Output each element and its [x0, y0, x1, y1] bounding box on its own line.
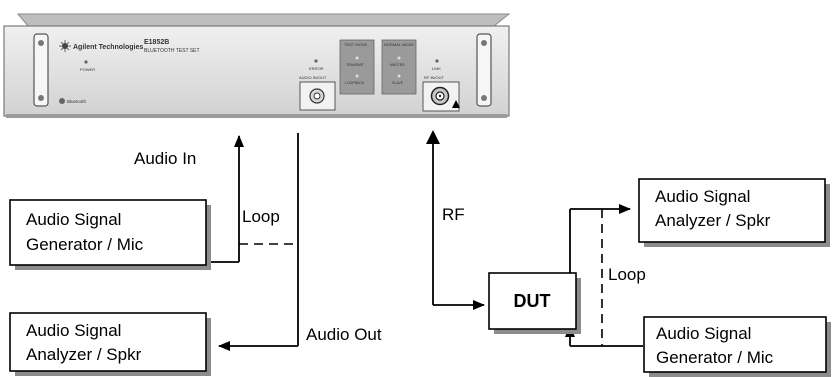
right-rack-handle [477, 34, 491, 106]
test-mode-item-transmit: TRANSMIT [346, 63, 365, 67]
rf-up-arrowhead [426, 130, 440, 144]
bluetooth-test-set-instrument: Agilent Technologies E1852B BLUETOOTH TE… [4, 14, 509, 118]
dut-box: DUT [489, 273, 581, 334]
audio-in-label: Audio In [134, 149, 196, 168]
left-rack-handle [34, 34, 48, 106]
left-analyzer-line-2: Analyzer / Spkr [26, 345, 142, 364]
rf-io-label: RF IN/OUT [424, 75, 445, 80]
error-led-icon [314, 59, 317, 62]
left-generator-line-2: Generator / Mic [26, 235, 144, 254]
left-loop-label: Loop [242, 207, 280, 226]
audio-out-label: Audio Out [306, 325, 382, 344]
right-loop-label: Loop [608, 265, 646, 284]
link-label: LINK [432, 66, 441, 71]
power-label: POWER [80, 67, 95, 72]
normal-mode-item-master: MASTER [390, 63, 405, 67]
right-generator-line-1: Audio Signal [656, 324, 751, 343]
left-generator-box: Audio Signal Generator / Mic [10, 200, 211, 270]
bluetooth-logo-icon [59, 98, 65, 104]
right-generator-box: Audio Signal Generator / Mic [644, 317, 831, 377]
transmit-led-icon [356, 57, 359, 60]
panel-bottom-edge [6, 114, 507, 118]
test-mode-item-loopback: LOOPBACK [345, 81, 365, 85]
slave-led-icon [398, 75, 401, 78]
model-number: E1852B [144, 39, 169, 46]
normal-mode-panel [382, 40, 416, 94]
left-generator-line-1: Audio Signal [26, 210, 121, 229]
left-analyzer-box: Audio Signal Analyzer / Spkr [10, 313, 211, 376]
left-analyzer-line-1: Audio Signal [26, 321, 121, 340]
instrument-subtitle: BLUETOOTH TEST SET [144, 48, 200, 54]
error-label: ERROR [309, 66, 324, 71]
dut-label: DUT [514, 291, 551, 311]
normal-mode-item-slave: SLAVE [392, 81, 404, 85]
right-generator-line-2: Generator / Mic [656, 348, 774, 367]
bluetooth-label: Bluetooth [67, 99, 87, 104]
power-led-icon [84, 60, 87, 63]
rf-n-connector-icon[interactable] [432, 88, 449, 105]
chassis-top [18, 14, 509, 26]
loopback-led-icon [356, 75, 359, 78]
rf-label: RF [442, 205, 465, 224]
test-mode-panel [340, 40, 374, 94]
right-analyzer-box: Audio Signal Analyzer / Spkr [639, 179, 830, 247]
audio-bnc-connector-icon[interactable] [310, 89, 324, 103]
test-mode-header: TEST MODE [344, 42, 368, 47]
audio-io-label: AUDIO IN/OUT [299, 75, 327, 80]
right-analyzer-line-1: Audio Signal [655, 187, 750, 206]
normal-mode-header: NORMAL MODE [384, 42, 414, 47]
right-analyzer-line-2: Analyzer / Spkr [655, 211, 771, 230]
brand-name: Agilent Technologies [73, 44, 143, 51]
link-led-icon [435, 59, 438, 62]
master-led-icon [398, 57, 401, 60]
